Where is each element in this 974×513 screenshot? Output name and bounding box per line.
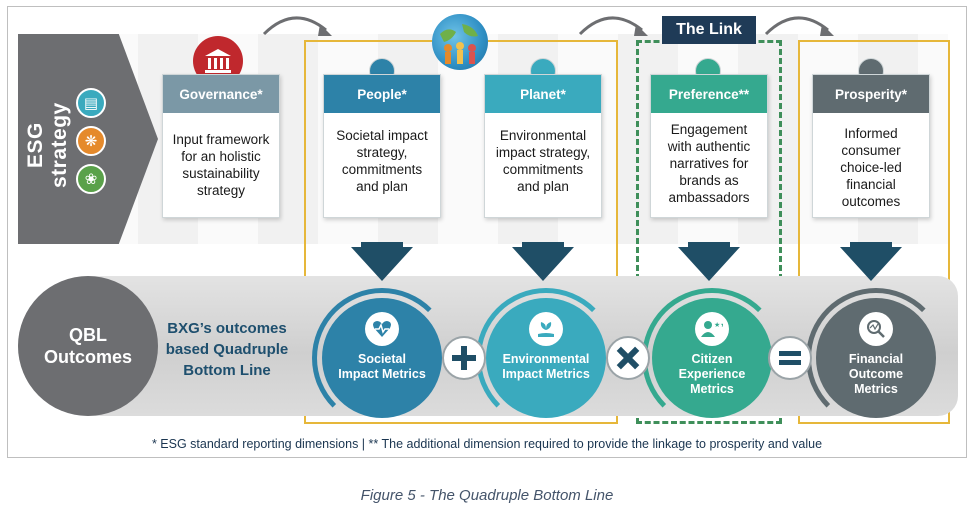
card-prosperity-title: Prosperity* (813, 75, 929, 113)
plus-operator (442, 336, 486, 380)
societal-metric-ring (312, 288, 452, 428)
user-rating-icon: ★★ (695, 312, 729, 346)
curved-arrow-1 (262, 16, 332, 36)
metric-environmental: Environmental Impact Metrics (486, 298, 606, 418)
down-arrow-stem-prosperity (850, 242, 892, 248)
document-icon: ▤ (76, 88, 106, 118)
card-people-body: Societal impact strategy, commitments an… (336, 128, 428, 194)
metric-citizen-label: Citizen Experience Metrics (678, 352, 746, 396)
plant-hand-icon (529, 312, 563, 346)
network-icon: ❋ (76, 126, 106, 156)
metric-environmental-label: Environmental Impact Metrics (502, 352, 590, 381)
card-preference-body: Engagement with authentic narratives for… (667, 122, 751, 205)
qbl-description: BXG’s outcomes based Quadruple Bottom Li… (165, 320, 289, 379)
card-governance-body: Input framework for an holistic sustaina… (172, 132, 270, 198)
curved-arrow-3 (764, 16, 834, 36)
metric-societal: Societal Impact Metrics (322, 298, 442, 418)
card-preference: Preference** Engagement with authentic n… (650, 74, 768, 218)
multiply-operator (606, 336, 650, 380)
leaf-icon: ❀ (76, 164, 106, 194)
metric-societal-label: Societal Impact Metrics (338, 352, 426, 381)
card-planet-body: Environmental impact strategy, commitmen… (495, 128, 591, 194)
metric-citizen: ★★ Citizen Experience Metrics (652, 298, 772, 418)
heart-pulse-icon (365, 312, 399, 346)
figure-caption: Figure 5 - The Quadruple Bottom Line (360, 487, 614, 504)
magnifier-chart-icon (859, 312, 893, 346)
the-link-label: The Link (662, 16, 756, 44)
curved-arrow-2 (578, 16, 648, 36)
down-arrow-stem-preference (688, 242, 730, 248)
equals-operator (768, 336, 812, 380)
card-governance: Governance* Input framework for an holis… (162, 74, 280, 218)
card-planet-title: Planet* (485, 75, 601, 113)
svg-text:★★: ★★ (714, 321, 723, 329)
down-arrow-stem-people (361, 242, 403, 248)
card-people: People* Societal impact strategy, commit… (323, 74, 441, 218)
card-prosperity-body: Informed consumer choice-led financial o… (840, 126, 902, 209)
card-planet: Planet* Environmental impact strategy, c… (484, 74, 602, 218)
qbl-outcomes-circle: QBL Outcomes (18, 276, 158, 416)
globe-people-icon (432, 14, 488, 70)
card-people-title: People* (324, 75, 440, 113)
esg-strategy-label: ESG strategy (24, 102, 71, 188)
down-arrow-stem-planet (522, 242, 564, 248)
metric-financial: Financial Outcome Metrics (816, 298, 936, 418)
qbl-outcomes-label: QBL Outcomes (43, 325, 133, 367)
card-governance-title: Governance* (163, 75, 279, 113)
card-preference-title: Preference** (651, 75, 767, 113)
metric-financial-label: Financial Outcome Metrics (848, 352, 904, 396)
footnote: * ESG standard reporting dimensions | **… (151, 437, 823, 451)
card-prosperity: Prosperity* Informed consumer choice-led… (812, 74, 930, 218)
